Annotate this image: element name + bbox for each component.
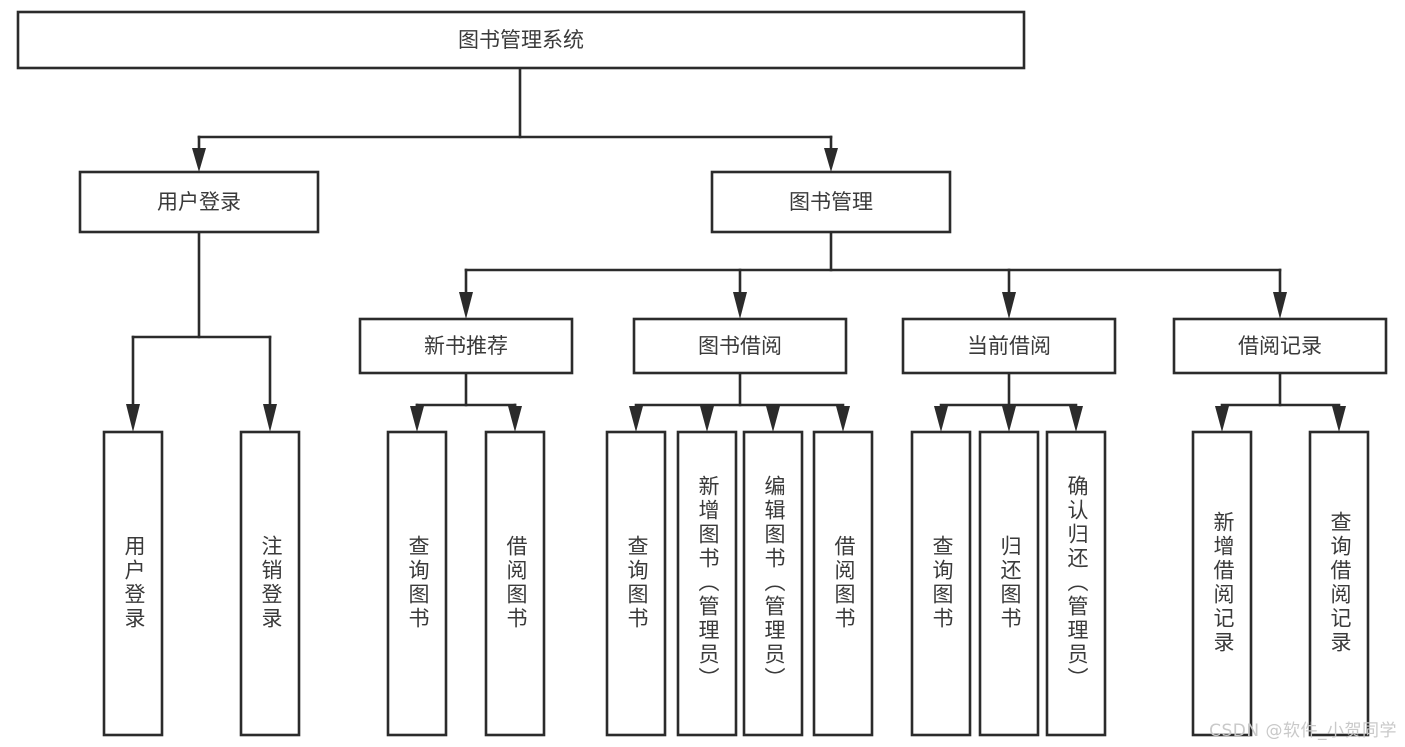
node-book-borrow[interactable]: 图书借阅 <box>632 317 848 375</box>
node-leaf-add-book-label: 新增图书（管理员） <box>696 475 720 691</box>
edge-group-book-borrow <box>629 371 850 432</box>
node-leaf-user-login-label: 用户登录 <box>122 535 146 631</box>
node-current-borrow-label: 当前借阅 <box>967 334 1051 358</box>
node-current-borrow[interactable]: 当前借阅 <box>901 317 1117 375</box>
node-leaf-query-book-2[interactable]: 查询图书 <box>605 430 667 737</box>
node-new-book-recommend-box[interactable] <box>358 317 574 375</box>
node-leaf-query-book-1-label: 查询图书 <box>406 535 430 631</box>
arrow-to-leaf-query-record <box>1332 406 1346 432</box>
arrow-to-leaf-return-book <box>1002 406 1016 432</box>
node-leaf-user-logout-label: 注销登录 <box>259 535 283 631</box>
node-leaf-query-book-3[interactable]: 查询图书 <box>910 430 972 737</box>
edge-group-new-book-recommend <box>410 371 522 432</box>
arrow-to-leaf-confirm-return <box>1069 406 1083 432</box>
node-leaf-borrow-book-2-label: 借阅图书 <box>832 535 856 631</box>
node-borrow-record-label: 借阅记录 <box>1238 334 1322 358</box>
node-leaf-query-book-2-box[interactable] <box>605 430 667 737</box>
node-current-borrow-box[interactable] <box>901 317 1117 375</box>
node-leaf-borrow-book-1-box[interactable] <box>484 430 546 737</box>
arrow-to-leaf-query-book-1 <box>410 406 424 432</box>
node-leaf-query-record-box[interactable] <box>1308 430 1370 737</box>
node-book-manage-label: 图书管理 <box>789 190 873 214</box>
node-leaf-query-book-3-label: 查询图书 <box>930 535 954 631</box>
node-leaf-return-book[interactable]: 归还图书 <box>978 430 1040 737</box>
node-leaf-edit-book-label: 编辑图书（管理员） <box>762 475 786 691</box>
arrow-to-leaf-user-login <box>126 404 140 432</box>
node-leaf-query-book-2-label: 查询图书 <box>625 535 649 631</box>
node-leaf-borrow-book-2-box[interactable] <box>812 430 874 737</box>
node-new-book-recommend-label: 新书推荐 <box>424 334 508 358</box>
node-borrow-record[interactable]: 借阅记录 <box>1172 317 1388 375</box>
node-leaf-add-book-box[interactable] <box>676 430 738 737</box>
node-book-manage[interactable]: 图书管理 <box>710 170 952 234</box>
arrow-to-book-manage <box>824 148 838 172</box>
node-new-book-recommend[interactable]: 新书推荐 <box>358 317 574 375</box>
node-user-login[interactable]: 用户登录 <box>78 170 320 234</box>
node-leaf-return-book-label: 归还图书 <box>998 535 1022 631</box>
edge-group-user-login <box>126 230 277 432</box>
node-leaf-query-record[interactable]: 查询借阅记录 <box>1308 430 1370 737</box>
node-leaf-confirm-return-label: 确认归还（管理员） <box>1065 475 1089 691</box>
edge-group-current-borrow <box>934 371 1083 432</box>
arrow-to-leaf-borrow-book-1 <box>508 406 522 432</box>
node-root-box[interactable] <box>16 10 1026 70</box>
arrow-to-new-book-recommend <box>459 292 473 319</box>
node-leaf-add-book[interactable]: 新增图书（管理员） <box>676 430 738 737</box>
node-leaf-user-login-box[interactable] <box>102 430 164 737</box>
arrow-to-current-borrow <box>1002 292 1016 319</box>
node-leaf-confirm-return-box[interactable] <box>1045 430 1107 737</box>
node-leaf-confirm-return[interactable]: 确认归还（管理员） <box>1045 430 1107 737</box>
node-leaf-add-record-box[interactable] <box>1191 430 1253 737</box>
arrow-to-book-borrow <box>733 292 747 319</box>
node-leaf-borrow-book-2[interactable]: 借阅图书 <box>812 430 874 737</box>
node-book-borrow-box[interactable] <box>632 317 848 375</box>
node-leaf-add-record-label: 新增借阅记录 <box>1211 511 1235 655</box>
edge-group-root <box>192 66 838 172</box>
arrow-to-borrow-record <box>1273 292 1287 319</box>
arrow-to-leaf-query-book-3 <box>934 406 948 432</box>
edge-group-book-manage <box>459 230 1287 319</box>
node-leaf-query-book-1-box[interactable] <box>386 430 448 737</box>
node-leaf-add-record[interactable]: 新增借阅记录 <box>1191 430 1253 737</box>
arrow-to-leaf-add-record <box>1215 406 1229 432</box>
node-user-login-label: 用户登录 <box>157 190 241 214</box>
node-root[interactable]: 图书管理系统 <box>16 10 1026 70</box>
node-leaf-query-record-label: 查询借阅记录 <box>1328 511 1352 655</box>
node-leaf-edit-book-box[interactable] <box>742 430 804 737</box>
node-leaf-return-book-box[interactable] <box>978 430 1040 737</box>
arrow-to-leaf-user-logout <box>263 404 277 432</box>
arrow-to-leaf-query-book-2 <box>629 406 643 432</box>
node-leaf-user-logout[interactable]: 注销登录 <box>239 430 301 737</box>
node-book-borrow-label: 图书借阅 <box>698 334 782 358</box>
node-leaf-query-book-1[interactable]: 查询图书 <box>386 430 448 737</box>
node-leaf-user-logout-box[interactable] <box>239 430 301 737</box>
node-leaf-query-book-3-box[interactable] <box>910 430 972 737</box>
node-user-login-box[interactable] <box>78 170 320 234</box>
node-leaf-edit-book[interactable]: 编辑图书（管理员） <box>742 430 804 737</box>
arrow-to-leaf-add-book <box>700 406 714 432</box>
node-book-manage-box[interactable] <box>710 170 952 234</box>
node-leaf-borrow-book-1[interactable]: 借阅图书 <box>484 430 546 737</box>
arrow-to-leaf-borrow-book-2 <box>836 406 850 432</box>
node-leaf-borrow-book-1-label: 借阅图书 <box>504 535 528 631</box>
node-leaf-user-login[interactable]: 用户登录 <box>102 430 164 737</box>
node-root-label: 图书管理系统 <box>458 28 584 52</box>
arrow-to-leaf-edit-book <box>766 406 780 432</box>
node-borrow-record-box[interactable] <box>1172 317 1388 375</box>
arrow-to-user-login <box>192 148 206 172</box>
edge-group-borrow-record <box>1215 371 1346 432</box>
